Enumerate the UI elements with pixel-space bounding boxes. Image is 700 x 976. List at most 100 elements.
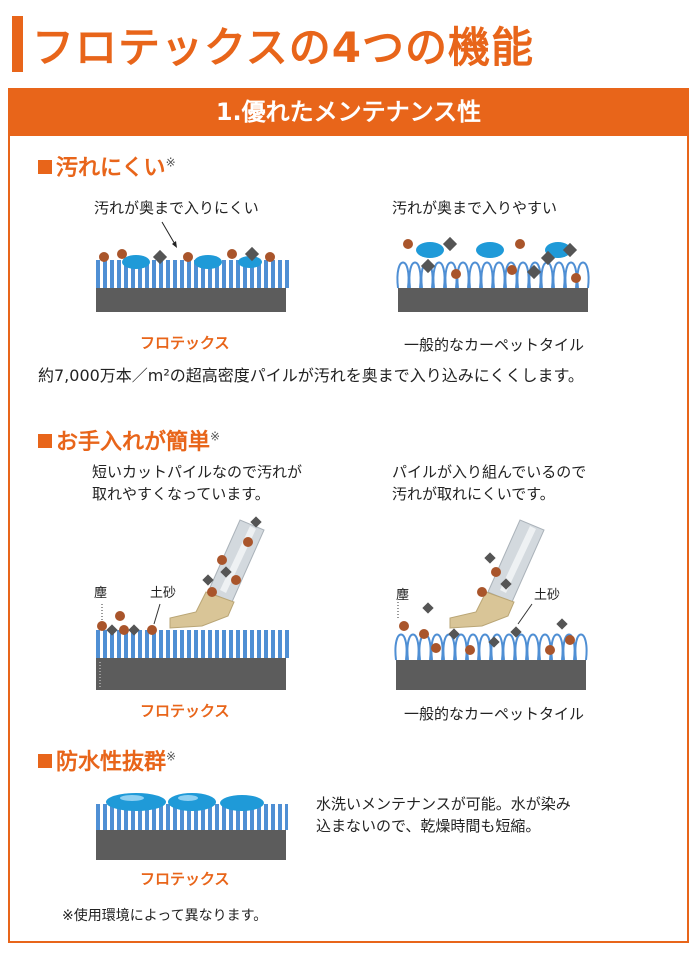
pile-strand (201, 804, 205, 830)
pile-gap (261, 630, 264, 658)
pile-gap (149, 630, 152, 658)
soil-label-right: 土砂 (534, 588, 561, 603)
pile-gap (282, 630, 285, 658)
pile-strand (236, 260, 240, 288)
pile-gap (289, 260, 290, 288)
pile-strand (208, 630, 212, 658)
water-highlight (120, 795, 144, 801)
pile-strand (110, 630, 114, 658)
pile-strand (201, 630, 205, 658)
water-drop (238, 256, 262, 268)
water-text-1: 水洗いメンテナンスが可能。水が染み (316, 795, 571, 813)
soil-particle (484, 552, 496, 564)
pile-strand (194, 630, 198, 658)
pile-gap (233, 630, 236, 658)
pile-strand (229, 804, 233, 830)
pile-gap (170, 260, 173, 288)
arrow-icon (172, 241, 177, 248)
stain-left-caption: フロテックス (140, 334, 230, 352)
soil-label-left: 土砂 (150, 586, 177, 601)
pile-gap (121, 260, 124, 288)
pile-gap (275, 260, 278, 288)
pile-gap (240, 804, 243, 830)
pile-gap (198, 630, 201, 658)
pile-gap (114, 630, 117, 658)
dirt-particle (97, 621, 107, 631)
pile-gap (289, 630, 292, 658)
dirt-particle (115, 611, 125, 621)
pile-gap (170, 804, 173, 830)
pile-gap (177, 260, 180, 288)
pile-gap (240, 630, 243, 658)
pile-strand (285, 260, 289, 288)
pile-strand (117, 630, 121, 658)
dirt-particle (227, 249, 237, 259)
pile-strand (152, 260, 156, 288)
pile-gap (191, 804, 194, 830)
pile-gap (121, 804, 124, 830)
dirt-particle (465, 645, 475, 655)
heading-stain: 汚れにくい※ (38, 150, 176, 182)
page-title: フロテックスの4つの機能 (32, 23, 534, 72)
pile-strand (271, 804, 275, 830)
pile-gap (212, 630, 215, 658)
pile-strand (208, 260, 212, 288)
pile-gap (205, 804, 208, 830)
water-drop (122, 255, 150, 269)
pile-gap (156, 804, 159, 830)
pile-strand (110, 804, 114, 830)
flotex-pile-stain-illustration (96, 221, 290, 312)
flotex-vacuum-illustration (96, 516, 292, 690)
dirt-particle (477, 587, 487, 597)
vacuum-nozzle (449, 591, 515, 629)
pile-strand (187, 260, 191, 288)
water-highlight (178, 795, 198, 801)
pile-strand (264, 260, 268, 288)
pile-strand (180, 804, 184, 830)
pile-loop (396, 261, 410, 289)
pile-strand (145, 804, 149, 830)
pile-gap (107, 804, 110, 830)
dirt-particle (507, 265, 517, 275)
tile-base (396, 660, 586, 690)
soil-pointer (153, 603, 161, 625)
dirt-particle (403, 239, 413, 249)
pile-gap (142, 630, 145, 658)
square-bullet-icon (38, 160, 52, 174)
pile-gap (247, 630, 250, 658)
soil-particle (442, 236, 458, 252)
pile-gap (156, 630, 159, 658)
pile-gap (170, 630, 173, 658)
soil-particle (420, 258, 436, 274)
pile-strand (222, 260, 226, 288)
dirt-particle (571, 273, 581, 283)
pile-gap (135, 630, 138, 658)
tile-base (96, 830, 286, 860)
pile-gap (100, 804, 103, 830)
pile-strand (152, 804, 156, 830)
pile-strand (215, 630, 219, 658)
pile-strand (236, 804, 240, 830)
pile-strand (138, 260, 142, 288)
pile-strand (124, 260, 128, 288)
pile-gap (156, 260, 159, 288)
pile-strand (271, 630, 275, 658)
pile-gap (107, 260, 110, 288)
clean-left-text-2: 取れやすくなっています。 (92, 485, 270, 503)
pile-strand (250, 630, 254, 658)
pile-loop (492, 261, 506, 289)
dirt-particle (451, 269, 461, 279)
pile-gap (219, 260, 222, 288)
clean-right-text-1: パイルが入り組んでいるので (392, 463, 587, 481)
soil-particle (556, 618, 568, 630)
pile-strand (180, 630, 184, 658)
pile-loop (514, 633, 528, 661)
pile-gap (205, 260, 208, 288)
dirt-particle (515, 239, 525, 249)
soil-particle (562, 242, 578, 258)
tile-base (96, 658, 286, 690)
pile-gap (163, 260, 166, 288)
pile-gap (254, 804, 257, 830)
pile-gap (177, 630, 180, 658)
pile-loop (406, 633, 420, 661)
